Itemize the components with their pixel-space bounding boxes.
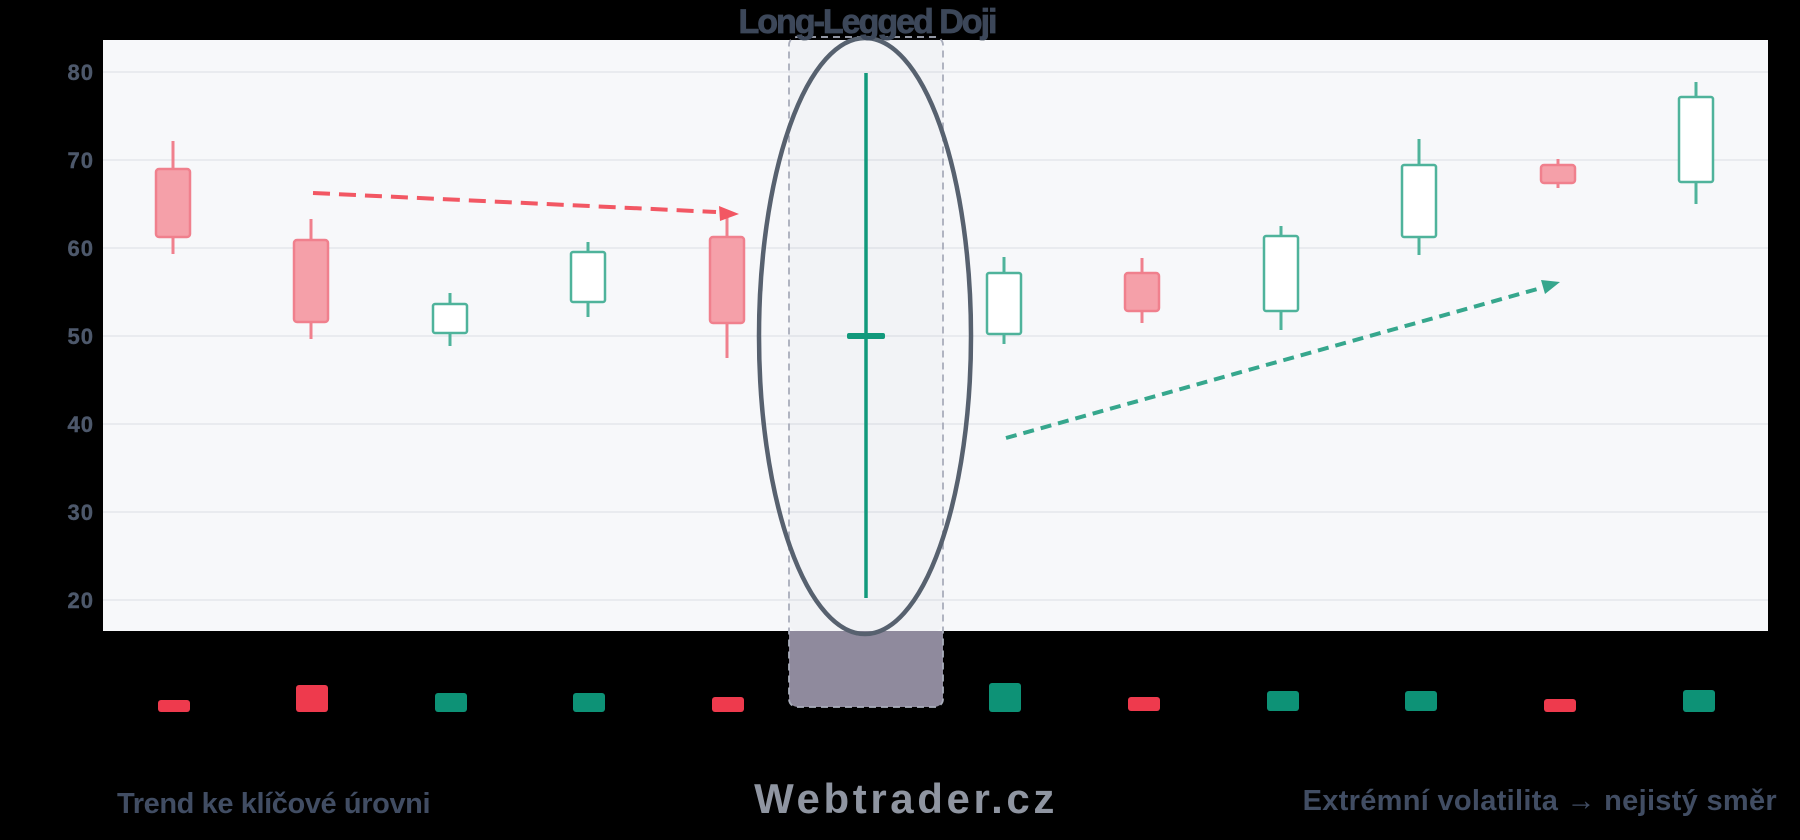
svg-text:30: 30 [68,500,94,525]
svg-text:Long-Legged Doji: Long-Legged Doji [739,3,997,41]
svg-text:20: 20 [68,588,94,613]
svg-text:70: 70 [68,148,94,173]
svg-text:Extrémní volatilita → nejistý: Extrémní volatilita → nejistý směr [1303,785,1777,817]
svg-text:50: 50 [68,324,94,349]
svg-text:60: 60 [68,236,94,261]
svg-text:40: 40 [68,412,94,437]
svg-text:Webtrader.cz: Webtrader.cz [754,775,1058,822]
svg-text:Trend ke klíčové úrovni: Trend ke klíčové úrovni [117,788,430,820]
svg-text:80: 80 [68,60,94,85]
